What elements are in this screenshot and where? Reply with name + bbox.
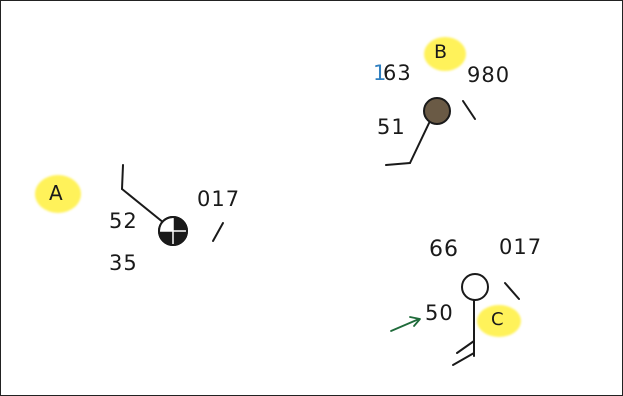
station-b-temperature-prefix: 1 (373, 61, 388, 85)
station-b-highlight (424, 37, 466, 71)
station-a-temperature: 52 (109, 209, 138, 233)
station-c-tendency (504, 282, 520, 300)
station-b-temperature: 63 (383, 61, 412, 85)
station-b-wind-barb (385, 162, 411, 166)
station-b-cloud-circle (423, 97, 451, 125)
station-c-wind-barb-2 (452, 352, 475, 366)
station-c-dewpoint: 50 (425, 301, 454, 325)
station-b-pressure: 980 (467, 63, 511, 87)
station-b-label: B (434, 41, 449, 63)
station-c-wind-barb-1 (456, 340, 475, 354)
station-a-wind-barb (121, 164, 124, 190)
station-c-highlight (477, 305, 521, 337)
station-b-tendency (462, 100, 476, 120)
station-a-highlight (35, 175, 81, 213)
station-a-tendency (212, 222, 224, 242)
station-a-wind-shaft (121, 188, 165, 224)
station-c-pressure: 017 (499, 235, 543, 259)
station-b-dewpoint: 51 (377, 115, 406, 139)
station-c-arrow-head (409, 316, 421, 327)
station-a-dewpoint: 35 (109, 251, 138, 275)
station-a-pressure: 017 (197, 187, 241, 211)
station-c-arrow-shaft (390, 318, 420, 332)
station-b-wind-shaft (409, 120, 431, 164)
station-a-label: A (49, 181, 64, 205)
station-c-label: C (491, 309, 505, 330)
station-c-temperature: 66 (429, 237, 459, 262)
station-c-cloud-circle (461, 273, 489, 301)
